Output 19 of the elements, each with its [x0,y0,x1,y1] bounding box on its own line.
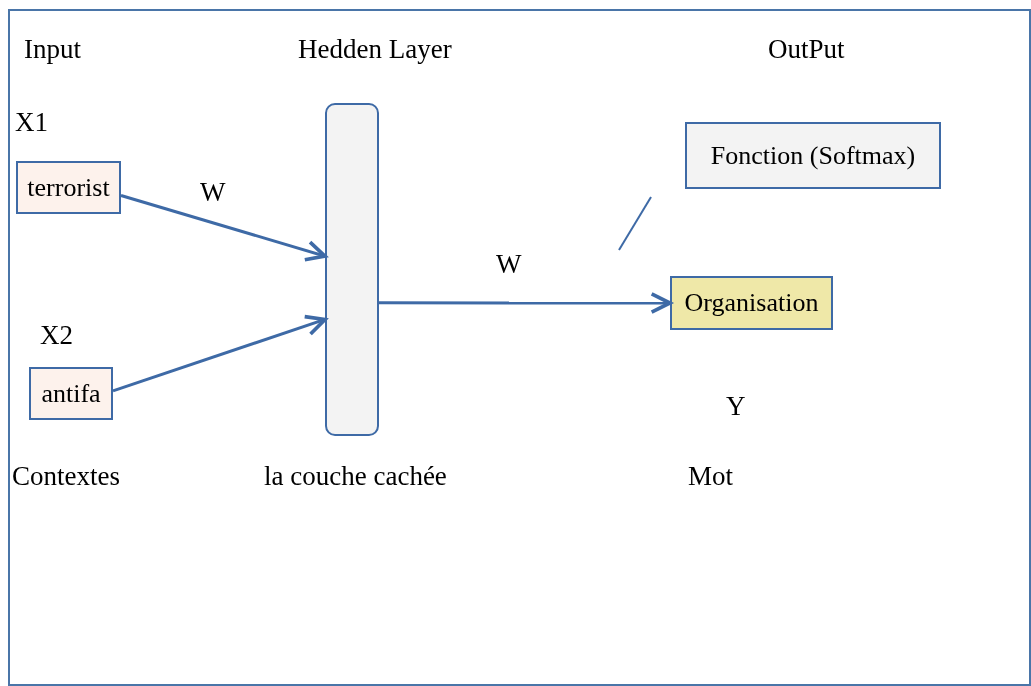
column-caption: Mot [688,460,733,493]
arrow [379,292,672,314]
word-box: Organisation [670,276,833,330]
variable-label: Y [726,390,746,423]
column-caption: la couche cachée [264,460,447,493]
variable-label: X2 [40,319,73,352]
edge-label: W [496,248,522,281]
word-box: antifa [29,367,113,420]
variable-label: X1 [15,106,48,139]
hidden-layer-bar [325,103,379,436]
word-box: terrorist [16,161,121,214]
column-heading: OutPut [768,33,845,66]
column-heading: Hedden Layer [298,33,452,66]
arrow [120,194,327,262]
arrow [112,314,327,393]
word-box: Fonction (Softmax) [685,122,941,189]
column-heading: Input [24,33,81,66]
column-caption: Contextes [12,460,120,493]
edge-label: W [200,176,226,209]
